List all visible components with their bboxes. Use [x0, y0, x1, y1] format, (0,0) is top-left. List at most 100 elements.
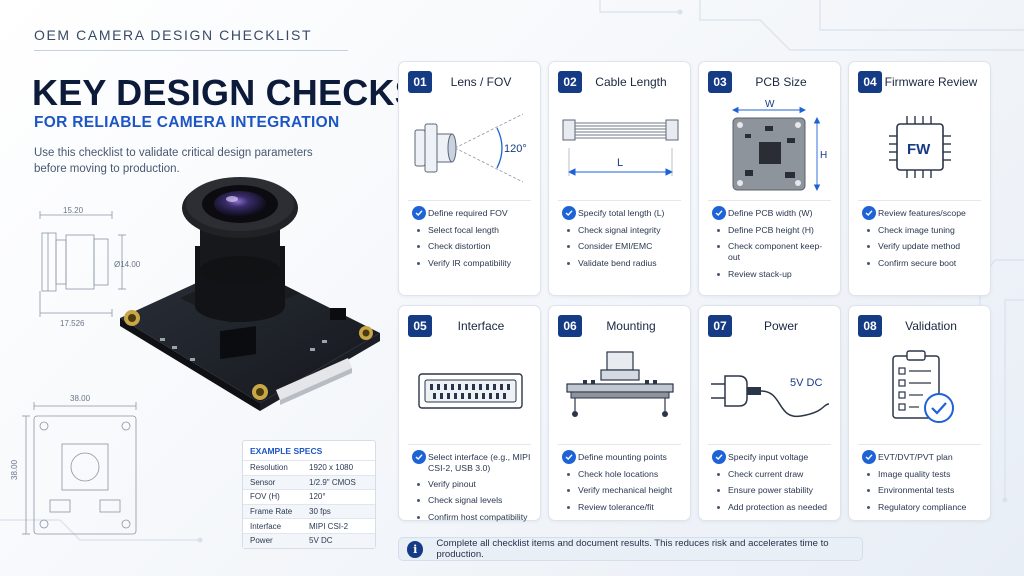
lens-diameter-dimension: Ø14.00 [114, 260, 141, 269]
bullet-icon [567, 473, 570, 477]
card-number-badge: 04 [858, 71, 882, 93]
check-icon [861, 450, 876, 464]
card-number-badge: 06 [558, 315, 582, 337]
card-number-badge: 02 [558, 71, 582, 93]
lens-length-dimension: 15.20 [63, 206, 84, 215]
spec-value: 1/2.9" CMOS [309, 477, 356, 487]
spec-value: 30 fps [309, 507, 331, 517]
checklist-item: Define PCB width (W) [709, 206, 834, 220]
checklist-item: Verify IR compatibility [409, 258, 534, 269]
check-icon [561, 206, 576, 220]
bullet-icon [867, 489, 870, 493]
lens-fov-icon: 120° [414, 113, 527, 183]
spec-value: 1920 x 1080 [309, 463, 354, 473]
checklist: Select interface (e.g., MIPI CSI-2, USB … [409, 450, 534, 528]
fov-angle-label: 120° [504, 143, 527, 155]
spec-row: Sensor 1/2.9" CMOS [243, 474, 375, 490]
checklist-item: Confirm host compatibility [409, 512, 534, 523]
check-icon [561, 450, 576, 464]
bullet-icon [867, 229, 870, 233]
check-icon [861, 206, 876, 220]
bullet-icon [417, 499, 420, 503]
firmware-chip-icon: FW [889, 116, 951, 178]
checklist-item: Review tolerance/fit [559, 502, 684, 513]
card-divider [558, 444, 681, 445]
spec-label: Sensor [250, 477, 276, 487]
checklist-item: Consider EMI/EMC [559, 241, 684, 252]
kicker-divider [34, 50, 348, 51]
card-number-badge: 08 [858, 315, 882, 337]
checklist-item: Check signal levels [409, 495, 534, 506]
checklist-item: Add protection as needed [709, 502, 834, 513]
card-title: Mounting [606, 319, 656, 333]
check-icon [411, 206, 426, 220]
bullet-icon [417, 261, 420, 265]
checklist-item: Verify mechanical height [559, 485, 684, 496]
spec-label: Resolution [250, 463, 288, 473]
card-divider [408, 200, 531, 201]
checklist: Review features/scope Check image tuning… [859, 206, 984, 274]
card-number-badge: 03 [708, 71, 732, 93]
spec-row: Resolution 1920 x 1080 [243, 460, 375, 475]
checklist-item: Environmental tests [859, 485, 984, 496]
bullet-icon [867, 245, 870, 249]
bullet-icon [417, 483, 420, 487]
spec-row: Power 5V DC [243, 532, 375, 548]
checklist-item: Check signal integrity [559, 225, 684, 236]
bullet-icon [567, 505, 570, 509]
bullet-icon [867, 261, 870, 265]
checklist-item: Check distortion [409, 241, 534, 252]
card-number-badge: 05 [408, 315, 432, 337]
checklist-item: Verify pinout [409, 479, 534, 490]
board-height-dimension: 38.00 [10, 459, 19, 480]
card-title: Firmware Review [884, 75, 978, 89]
checklist-item: Check current draw [709, 469, 834, 480]
checklist: Specify total length (L) Check signal in… [559, 206, 684, 274]
spec-label: Frame Rate [250, 507, 293, 517]
connector-icon [418, 373, 523, 409]
checklist-item: Check image tuning [859, 225, 984, 236]
bullet-icon [717, 489, 720, 493]
spec-value: 5V DC [309, 536, 333, 546]
card-divider [558, 200, 681, 201]
page-kicker: OEM CAMERA DESIGN CHECKLIST [34, 27, 313, 43]
card-number-badge: 07 [708, 315, 732, 337]
checklist-item: Specify input voltage [709, 450, 834, 464]
lens-base-dimension: 17.526 [60, 319, 85, 328]
checklist-item: Select interface (e.g., MIPI CSI-2, USB … [409, 450, 534, 474]
page-title: KEY DESIGN CHECKS [32, 72, 419, 113]
card-title: PCB Size [755, 75, 807, 89]
board-width-dimension: 38.00 [70, 394, 91, 403]
bullet-icon [567, 245, 570, 249]
clipboard-check-icon [892, 350, 954, 423]
checklist-item: Specify total length (L) [559, 206, 684, 220]
checklist-item: Verify update method [859, 241, 984, 252]
checklist-item: EVT/DVT/PVT plan [859, 450, 984, 464]
card-divider [408, 444, 531, 445]
power-plug-icon: 5V DC [711, 375, 830, 417]
bullet-icon [417, 229, 420, 233]
checklist-item: Define PCB height (H) [709, 225, 834, 236]
firmware-label: FW [907, 141, 931, 158]
bullet-icon [717, 229, 720, 233]
card-title: Validation [905, 319, 957, 333]
bullet-icon [567, 261, 570, 265]
spec-row: FOV (H)120° [243, 489, 375, 504]
voltage-label: 5V DC [790, 377, 822, 389]
card-pcb-size: 03 PCB Size W H Define PCB width (W) Defi… [698, 61, 841, 296]
bullet-icon [717, 473, 720, 477]
spec-label: Power [250, 536, 273, 546]
pcb-board-icon: W H [731, 99, 827, 192]
checklist: Define required FOV Select focal length … [409, 206, 534, 274]
bullet-icon [417, 515, 420, 519]
lens-dimension-drawing: 15.20 Ø14.00 17.526 [39, 206, 141, 328]
checklist-item: Ensure power stability [709, 485, 834, 496]
bullet-icon [717, 245, 720, 249]
card-divider [708, 200, 831, 201]
checklist-item: Validate bend radius [559, 258, 684, 269]
bullet-icon [867, 473, 870, 477]
